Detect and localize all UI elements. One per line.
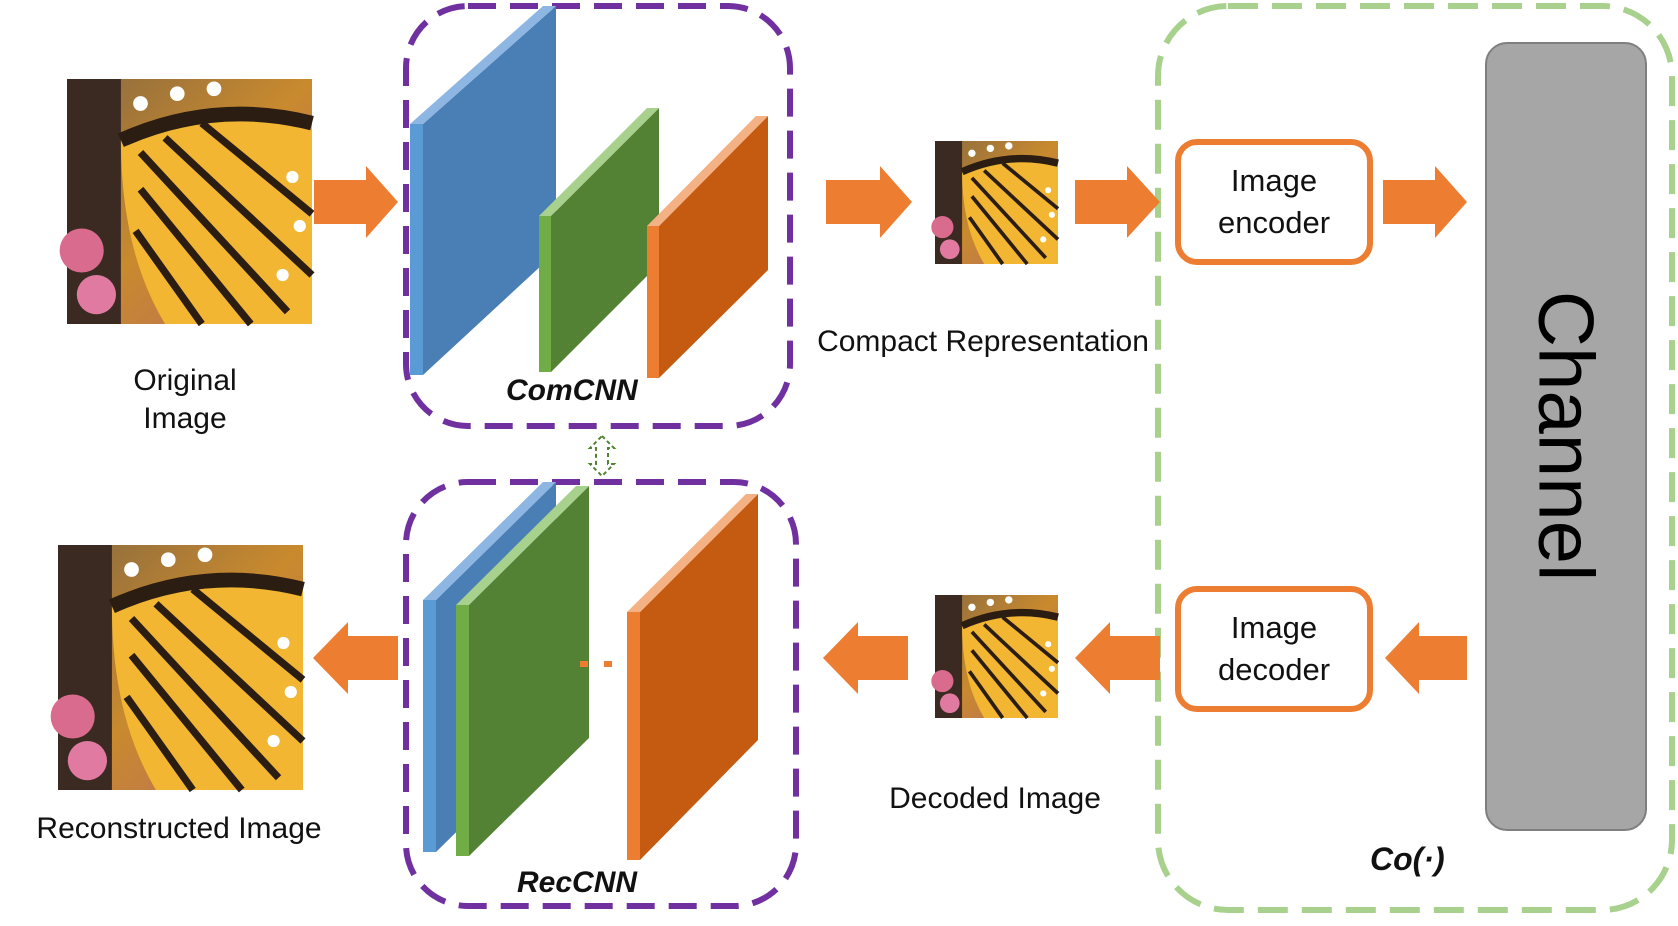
image-decoder-box: Image decoder	[1175, 586, 1373, 712]
codec-box	[1155, 3, 1675, 913]
arrow-reccnn-to-reconstructed	[313, 622, 398, 694]
reconstructed-image	[51, 545, 303, 790]
compact-representation-image	[931, 141, 1058, 264]
arrows	[313, 166, 1467, 694]
comcnn-label: ComCNN	[506, 374, 638, 407]
arrow-original-to-comcnn	[314, 166, 398, 238]
reccnn-layer-orange	[627, 494, 758, 860]
arrow-decoder-to-decoded	[1075, 622, 1160, 694]
reconstructed-image-label: Reconstructed Image	[36, 812, 322, 845]
channel-label: Channel	[1522, 290, 1611, 582]
arrow-decoded-to-reccnn	[823, 622, 908, 694]
channel-block	[1485, 42, 1647, 831]
image-encoder-label: Image encoder	[1217, 163, 1331, 240]
arrow-channel-to-decoder	[1385, 622, 1467, 694]
comcnn-layer-green	[539, 108, 659, 372]
comcnn-layer-blue	[410, 6, 556, 375]
original-image	[60, 79, 312, 324]
arrow-compact-to-encoder	[1075, 166, 1160, 238]
decoded-image	[931, 595, 1058, 718]
comcnn-box	[403, 3, 793, 429]
arrow-encoder-to-channel	[1383, 166, 1467, 238]
shared-link-arrow	[587, 434, 617, 478]
reccnn-layer-green	[456, 486, 589, 856]
comcnn-layer-orange	[647, 116, 768, 378]
image-encoder-box: Image encoder	[1175, 139, 1373, 265]
image-decoder-label: Image decoder	[1217, 610, 1331, 687]
decoded-image-label: Decoded Image	[889, 782, 1101, 815]
reccnn-box	[403, 479, 799, 909]
compact-representation-label: Compact Representation	[817, 325, 1149, 358]
co-function-label: Co(·)	[1370, 841, 1445, 877]
arrow-comcnn-to-compact	[826, 166, 912, 238]
reccnn-ellipsis	[580, 661, 612, 667]
original-image-label: Original Image	[133, 364, 237, 435]
reccnn-label: RecCNN	[517, 866, 638, 899]
